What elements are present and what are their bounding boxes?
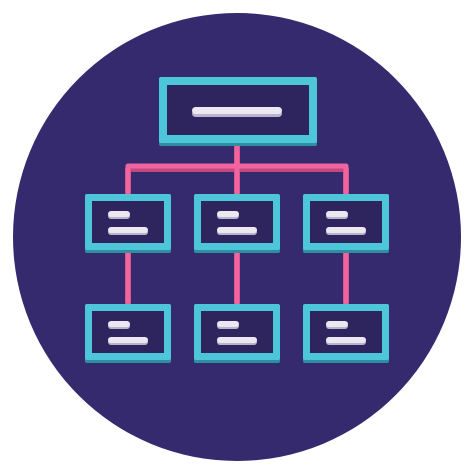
mid-box-left bbox=[85, 194, 171, 253]
mid-box-right bbox=[303, 194, 389, 253]
bottom-box-center bbox=[194, 304, 280, 363]
root-box bbox=[159, 77, 317, 146]
connector-lines bbox=[125, 140, 349, 305]
bottom-box-left bbox=[85, 304, 171, 363]
bottom-box-right bbox=[303, 304, 389, 363]
root-text-line bbox=[192, 107, 282, 114]
mid-box-center bbox=[194, 194, 280, 253]
